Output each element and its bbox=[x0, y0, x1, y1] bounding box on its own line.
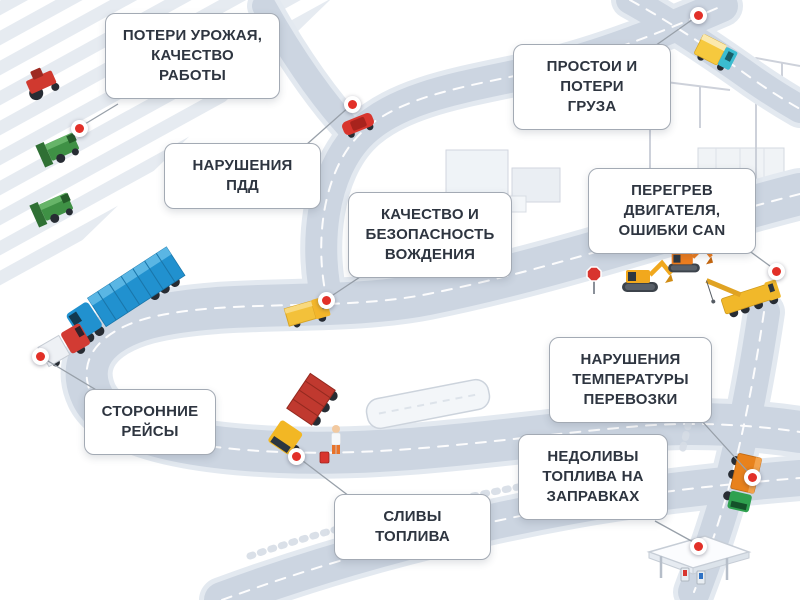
marker-dot-icon bbox=[36, 352, 45, 361]
callout-crop-losses: ПОТЕРИ УРОЖАЯ, КАЧЕСТВО РАБОТЫ bbox=[105, 13, 280, 99]
callout-downtime-cargo-loss: ПРОСТОИ И ПОТЕРИ ГРУЗА bbox=[513, 44, 671, 130]
issue-marker-fuel-drain bbox=[288, 448, 305, 465]
fuel-canister-icon bbox=[319, 451, 330, 464]
marker-dot-icon bbox=[322, 296, 331, 305]
dump-truck-icon bbox=[268, 372, 338, 455]
tractor-red-icon bbox=[26, 67, 60, 101]
callout-driving-quality-safety: КАЧЕСТВО И БЕЗОПАСНОСТЬ ВОЖДЕНИЯ bbox=[348, 192, 512, 278]
marker-dot-icon bbox=[772, 267, 781, 276]
issue-marker-engine-overheat-can bbox=[768, 263, 785, 280]
callout-transport-temperature: НАРУШЕНИЯ ТЕМПЕРАТУРЫ ПЕРЕВОЗКИ bbox=[549, 337, 712, 423]
issue-marker-third-party-trips bbox=[32, 348, 49, 365]
issue-marker-driving-quality-safety bbox=[318, 292, 335, 309]
issue-marker-transport-temperature bbox=[744, 469, 761, 486]
crane-truck-icon bbox=[705, 278, 781, 318]
callout-traffic-violations: НАРУШЕНИЯ ПДД bbox=[164, 143, 321, 209]
marker-dot-icon bbox=[292, 452, 301, 461]
issue-marker-fuel-underfill bbox=[690, 538, 707, 555]
callout-engine-overheat-can: ПЕРЕГРЕВ ДВИГАТЕЛЯ, ОШИБКИ CAN bbox=[588, 168, 756, 254]
stop-sign-icon bbox=[586, 266, 602, 294]
callout-fuel-drain: СЛИВЫ ТОПЛИВА bbox=[334, 494, 491, 560]
marker-dot-icon bbox=[348, 100, 357, 109]
excavator-yellow-icon bbox=[622, 259, 673, 292]
issue-marker-crop-losses bbox=[71, 120, 88, 137]
marker-dot-icon bbox=[694, 11, 703, 20]
van-yellow-icon bbox=[694, 33, 738, 71]
issue-marker-downtime-cargo-loss bbox=[690, 7, 707, 24]
car-red-icon bbox=[342, 113, 374, 138]
marker-dot-icon bbox=[75, 124, 84, 133]
combine-harvester-icon bbox=[35, 132, 79, 168]
issue-marker-traffic-violations bbox=[344, 96, 361, 113]
marker-dot-icon bbox=[748, 473, 757, 482]
callout-fuel-underfill: НЕДОЛИВЫ ТОПЛИВА НА ЗАПРАВКАХ bbox=[518, 434, 668, 520]
overpass bbox=[365, 378, 491, 430]
callout-third-party-trips: СТОРОННИЕ РЕЙСЫ bbox=[84, 389, 216, 455]
combine-harvester-icon bbox=[29, 192, 73, 228]
container-truck-blue-icon bbox=[66, 246, 186, 343]
worker-figure-icon bbox=[331, 425, 341, 454]
marker-dot-icon bbox=[694, 542, 703, 551]
